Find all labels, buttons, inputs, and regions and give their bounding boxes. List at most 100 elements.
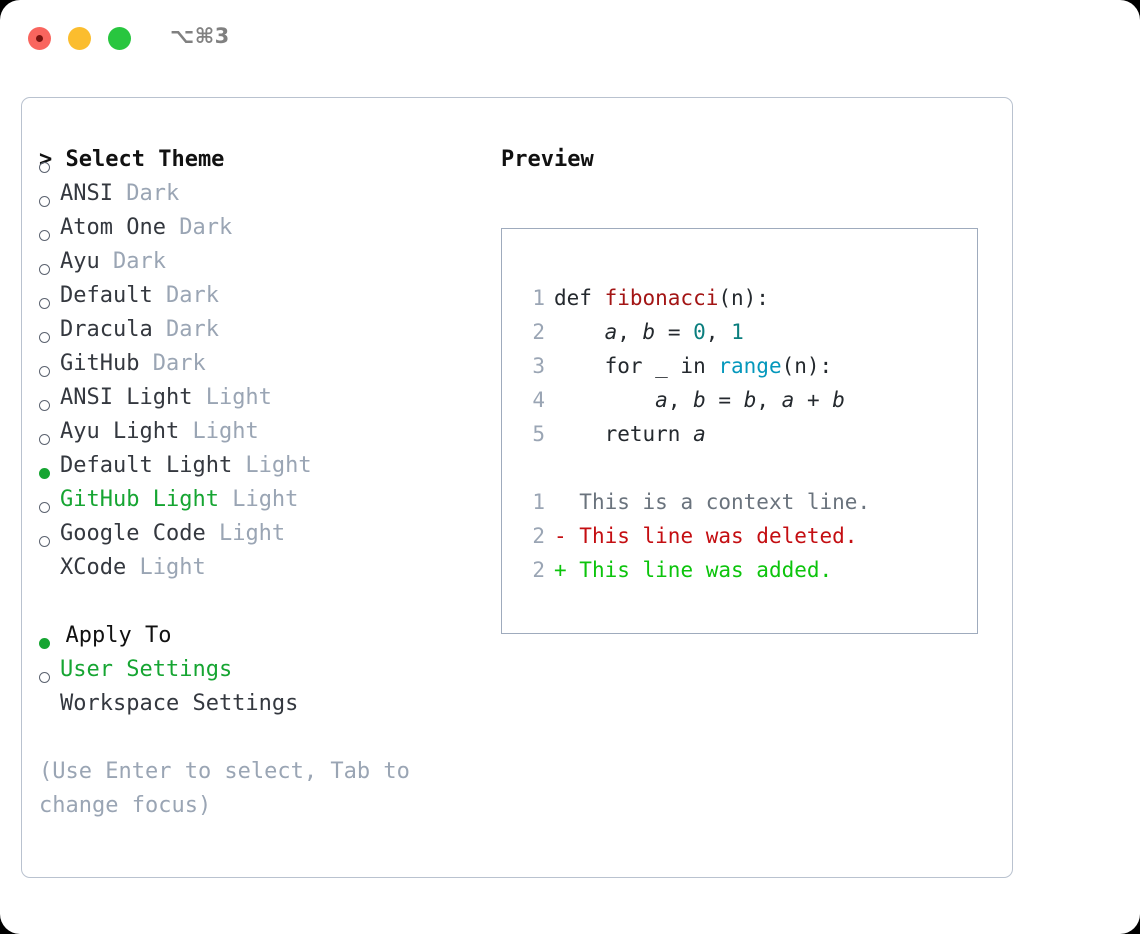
theme-option-kind: Light — [232, 453, 312, 478]
diff-line-added: 2 + This line was added. — [511, 553, 977, 587]
minimize-window-button[interactable] — [68, 27, 91, 50]
theme-option-kind: Light — [205, 521, 286, 546]
code-line: 4 a, b = b, a + b — [511, 383, 977, 417]
radio-unselected-icon: . — [39, 332, 60, 381]
apply-to-option-label: Workspace Settings — [60, 691, 299, 716]
theme-option-label: Default — [60, 283, 153, 308]
theme-option-github[interactable]: .GitHub Dark — [39, 332, 479, 381]
theme-list[interactable]: .ANSI Dark.Atom One Dark.Ayu Dark.Defaul… — [39, 162, 479, 585]
code-token-var: b — [743, 388, 757, 412]
radio-unselected-icon: . — [39, 162, 60, 211]
code-token-plain: for _ in — [554, 354, 719, 378]
code-token-fn: fibonacci — [604, 286, 719, 310]
keyboard-hint-text: (Use Enter to select, Tab to change focu… — [39, 759, 410, 818]
code-line-content: a, b = 0, 1 — [554, 315, 744, 349]
code-token-plain: (n): — [781, 354, 833, 378]
theme-option-label: GitHub Light — [60, 487, 219, 512]
code-token-plain — [554, 388, 655, 412]
diff-line-number: 1 — [532, 490, 545, 514]
theme-option-ansi[interactable]: .ANSI Dark — [39, 162, 479, 211]
code-token-plain: = — [705, 388, 744, 412]
code-line-number: 5 — [532, 422, 545, 446]
code-line: 2 a, b = 0, 1 — [511, 315, 977, 349]
theme-option-ayu-light[interactable]: .Ayu Light Light — [39, 400, 479, 449]
code-token-plain: , — [756, 388, 782, 412]
diff-line-text: This line was added. — [579, 558, 833, 582]
code-line-content: return a — [554, 417, 706, 451]
theme-option-default[interactable]: .Default Dark — [39, 264, 479, 313]
diff-marker: + — [554, 558, 580, 582]
close-icon — [36, 35, 43, 42]
code-token-plain: def — [554, 286, 605, 310]
theme-option-kind: Light — [126, 555, 206, 580]
apply-to-option-workspace-settings[interactable]: .Workspace Settings — [39, 672, 479, 721]
code-token-plain: , — [667, 388, 694, 412]
radio-unselected-icon: . — [39, 502, 60, 551]
theme-option-label: Atom One — [60, 215, 166, 240]
theme-option-atom-one[interactable]: .Atom One Dark — [39, 196, 479, 245]
theme-option-kind: Dark — [152, 317, 219, 342]
code-token-plain — [554, 320, 605, 344]
title-bar: ⌥⌘3 — [0, 0, 1140, 76]
theme-option-kind: Dark — [112, 181, 180, 206]
theme-option-label: Dracula — [60, 317, 153, 342]
keyboard-shortcut-label: ⌥⌘3 — [170, 24, 230, 48]
radio-unselected-icon: . — [39, 536, 60, 585]
code-line-number: 3 — [532, 354, 545, 378]
theme-option-google-code[interactable]: .Google Code Light — [39, 502, 479, 551]
theme-option-kind: Light — [192, 385, 272, 410]
theme-option-github-light[interactable]: .GitHub Light Light — [39, 468, 479, 517]
radio-unselected-icon: . — [39, 264, 60, 313]
theme-option-dracula[interactable]: .Dracula Dark — [39, 298, 479, 347]
code-token-var: a — [781, 388, 795, 412]
diff-lines: 1 This is a context line.2- This line wa… — [511, 485, 977, 587]
apply-to-option-user-settings[interactable]: .User Settings — [39, 638, 479, 687]
diff-line-number: 2 — [532, 558, 545, 582]
apply-to-list[interactable]: .User Settings.Workspace Settings — [39, 638, 479, 721]
radio-unselected-icon: . — [39, 230, 60, 279]
code-token-var: a — [693, 422, 706, 446]
select-theme-heading: > Select Theme — [39, 147, 225, 172]
diff-line-number: 2 — [532, 524, 545, 548]
theme-option-ayu[interactable]: .Ayu Dark — [39, 230, 479, 279]
code-token-plain: , — [705, 320, 732, 344]
theme-selector-dialog: > Select Theme .ANSI Dark.Atom One Dark.… — [21, 97, 1013, 878]
radio-unselected-icon: . — [39, 400, 60, 449]
radio-unselected-icon: . — [39, 298, 60, 347]
theme-option-label: XCode — [60, 555, 127, 580]
diff-line-text: This is a context line. — [579, 490, 871, 514]
theme-option-ansi-light[interactable]: .ANSI Light Light — [39, 366, 479, 415]
theme-option-xcode[interactable]: .XCode Light — [39, 536, 479, 585]
code-token-call: range — [718, 354, 782, 378]
theme-option-kind: Dark — [139, 351, 206, 376]
theme-option-kind: Dark — [152, 283, 219, 308]
code-line-content: for _ in range(n): — [554, 349, 833, 383]
code-token-var: a — [604, 320, 618, 344]
theme-option-label: Ayu — [60, 249, 100, 274]
radio-unselected-icon: . — [39, 196, 60, 245]
theme-option-default-light[interactable]: .Default Light Light — [39, 434, 479, 483]
theme-option-label: Default Light — [60, 453, 233, 478]
code-token-plain: + — [794, 388, 833, 412]
preview-heading: Preview — [501, 147, 594, 172]
code-diff-spacer — [511, 451, 977, 485]
maximize-window-button[interactable] — [108, 27, 131, 50]
code-line: 3 for _ in range(n): — [511, 349, 977, 383]
code-token-plain: = — [655, 320, 694, 344]
theme-option-label: Google Code — [60, 521, 206, 546]
code-token-plain: (n): — [718, 286, 769, 310]
code-token-plain: , — [617, 320, 643, 344]
code-token-var: b — [832, 388, 845, 412]
radio-selected-icon: . — [39, 638, 60, 687]
theme-option-label: Ayu Light — [60, 419, 180, 444]
radio-unselected-icon: . — [39, 366, 60, 415]
list-spacer — [39, 585, 479, 619]
theme-option-kind: Dark — [165, 215, 233, 240]
theme-option-label: ANSI — [60, 181, 113, 206]
theme-option-label: ANSI Light — [60, 385, 193, 410]
diff-line-text: This line was deleted. — [579, 524, 858, 548]
